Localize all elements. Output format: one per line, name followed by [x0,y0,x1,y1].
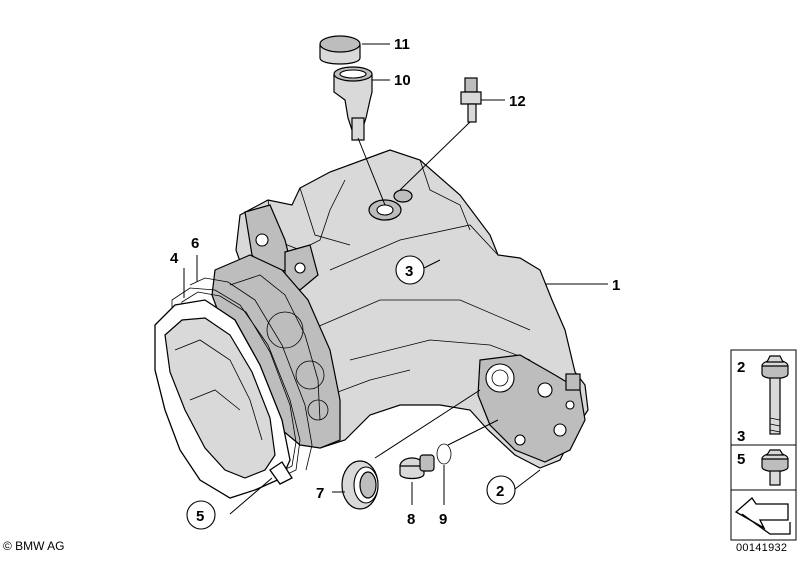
callout-5: 5 [196,508,204,525]
callout-6: 6 [191,235,199,252]
callout-5-circle [186,500,216,530]
callout-4: 4 [170,250,179,267]
legend-label-3: 3 [737,428,745,445]
copyright-notice: © BMW AG [3,539,65,553]
fastener-legend: 2 3 5 [730,349,797,541]
callout-7: 7 [316,485,324,502]
short-bolt-icon [761,449,789,486]
orientation-arrow-icon [734,497,791,535]
part-11-cap [319,35,361,65]
callouts: 11 10 12 1 3 4 6 2 5 7 8 9 [170,36,620,530]
callout-12: 12 [509,93,526,110]
callout-2-circle [486,475,516,505]
legend-label-5: 5 [737,451,745,468]
callout-10: 10 [394,72,411,89]
callout-11: 11 [394,36,410,53]
leader-lines [183,43,608,515]
part-10-plug [333,66,373,141]
part-8-screw [399,454,435,480]
callout-3: 3 [405,263,413,280]
callout-9: 9 [439,511,447,528]
diagram-id: 00141932 [736,542,788,554]
legend-label-2: 2 [737,359,745,376]
long-bolt-icon [761,355,789,435]
part-7-seal [341,460,379,510]
callout-8: 8 [407,511,415,528]
callout-3-circle [395,255,425,285]
part-9-oring [436,443,452,465]
part-12-sensor [460,77,482,123]
callout-1: 1 [612,277,620,294]
gearbox-housing [211,149,589,469]
callout-2: 2 [496,483,504,500]
housing-cover [154,299,293,499]
